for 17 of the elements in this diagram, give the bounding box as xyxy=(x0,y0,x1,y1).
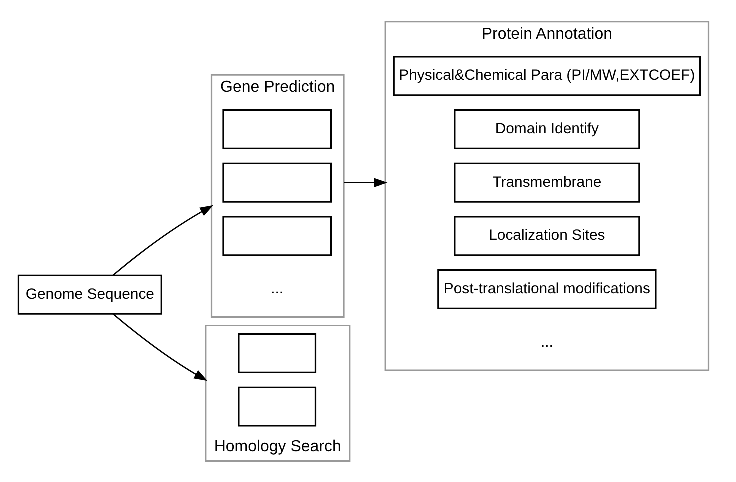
node-box: Physical&Chemical Para (PI/MW,EXTCOEF) xyxy=(393,56,702,96)
node-box: Domain Identify xyxy=(454,109,640,150)
node-box: Transmembrane xyxy=(454,162,640,202)
node-box xyxy=(238,332,317,373)
arrow xyxy=(112,204,214,276)
node-box: Genome Sequence xyxy=(18,274,162,314)
node-box xyxy=(222,109,332,150)
node-box xyxy=(238,386,317,426)
node-box xyxy=(222,216,332,256)
node-box: Post-translational modifications xyxy=(438,269,657,309)
label: ... xyxy=(540,333,554,350)
cluster: Homology Search xyxy=(205,324,351,462)
arrow xyxy=(112,313,208,381)
label: ... xyxy=(271,280,284,297)
node-box: Localization Sites xyxy=(454,216,640,256)
arrow xyxy=(344,178,388,188)
node-box xyxy=(222,162,332,202)
